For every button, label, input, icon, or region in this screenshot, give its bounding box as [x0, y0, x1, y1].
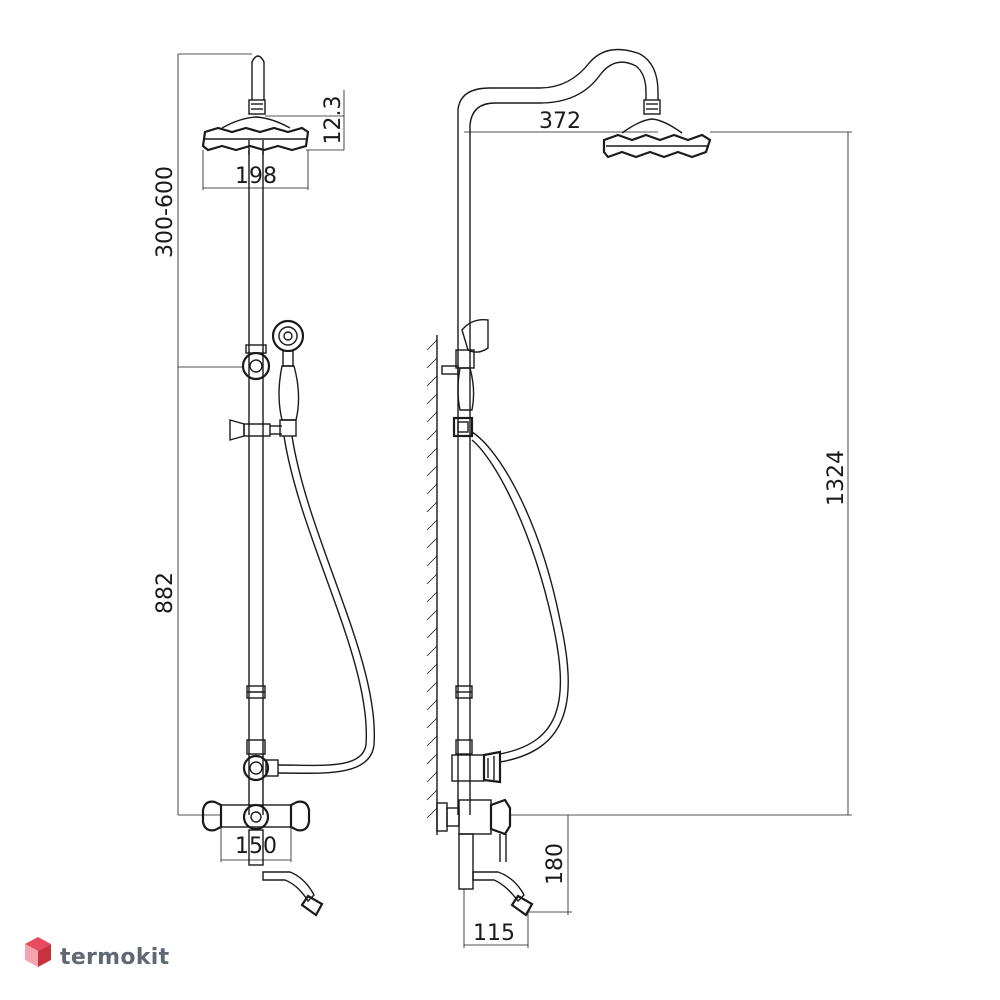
side-wall [426, 335, 438, 835]
side-view [426, 48, 712, 917]
front-lower-bracket [229, 419, 282, 441]
side-mixer [436, 798, 512, 862]
termokit-watermark: termokit [25, 937, 170, 970]
front-view [201, 55, 376, 917]
dim-total-height: 1324 [824, 450, 849, 506]
dim-arm-reach: 372 [539, 109, 581, 134]
dim-spout-height: 180 [543, 843, 568, 885]
dim-mixer-to-holder: 882 [153, 572, 178, 614]
dim-head-diameter: 198 [235, 164, 277, 189]
front-hand-shower [271, 319, 305, 437]
dim-inlet-spacing: 150 [235, 834, 277, 859]
side-shower-head [602, 99, 712, 159]
side-spout [458, 833, 534, 917]
dim-spout-reach: 115 [473, 921, 515, 946]
front-spout [248, 829, 324, 917]
front-dimensions: 12.3 198 300-600 882 150 [153, 53, 346, 862]
front-top-pipe [248, 55, 266, 115]
front-lower-coupling [246, 685, 266, 755]
front-mixer [201, 800, 311, 832]
side-couplings [455, 685, 473, 755]
side-dimensions: 372 1324 180 115 [463, 109, 852, 948]
side-diverter [451, 750, 502, 784]
front-diverter-knob [242, 754, 279, 782]
side-slider [452, 416, 474, 438]
front-shower-head [201, 116, 310, 155]
front-holder [241, 344, 271, 381]
watermark-text: termokit [60, 945, 170, 970]
front-rail [248, 140, 264, 815]
dim-head-height: 12.3 [321, 96, 346, 145]
front-hose [277, 435, 376, 774]
side-hand-holder [441, 319, 489, 411]
side-rail-arm [457, 48, 659, 815]
side-hose [471, 431, 569, 763]
dim-head-adjust-range: 300-600 [153, 166, 178, 258]
termokit-logo-icon [25, 937, 51, 967]
